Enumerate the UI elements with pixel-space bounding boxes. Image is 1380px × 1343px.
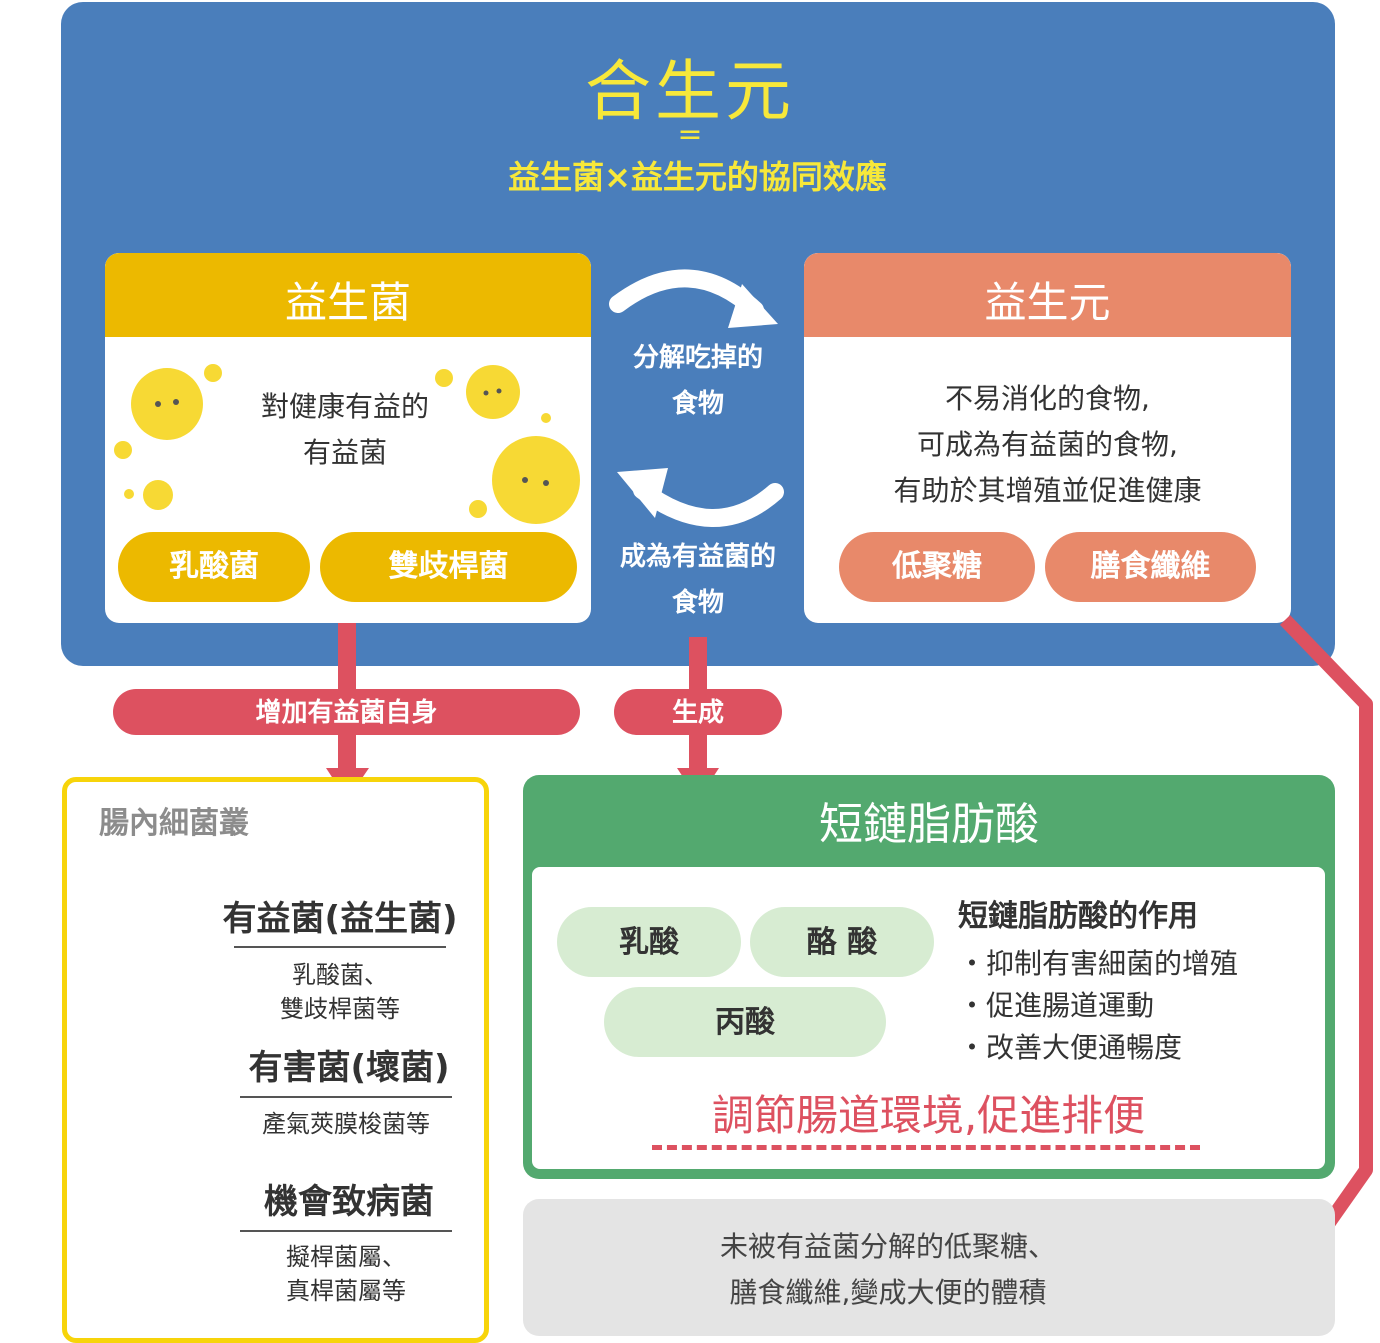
bacteria-dot-icon: [143, 480, 173, 510]
cycle-arrow-left-icon: [633, 481, 784, 527]
acid-butyric: 酪 酸: [750, 907, 934, 977]
cycle-arrow-right-icon: [609, 269, 764, 319]
bacteria-dot-icon: [435, 369, 453, 387]
produce-label: 生成: [614, 689, 782, 735]
conclusion-underline: [652, 1145, 1200, 1150]
bacteria-dot-icon: [541, 413, 551, 423]
prebiotic-description-line: 可成為有益菌的食物,: [917, 428, 1178, 461]
subtitle: 益生菌×益生元的協同效應: [508, 158, 887, 196]
cycle-bottom-line: 成為有益菌的: [619, 542, 776, 572]
good-bacteria-title: 有益菌(益生菌): [222, 899, 458, 939]
scfa-effect-item: ・改善大便通暢度: [958, 1031, 1183, 1064]
divider: [234, 946, 446, 948]
cycle-bottom-line: 食物: [671, 588, 724, 618]
equals-sign: =: [677, 117, 703, 152]
acid-propionic: 丙酸: [604, 987, 886, 1057]
tag-dietary-fiber: 膳食纖維: [1045, 532, 1256, 602]
arrow-stool-path-icon: [1279, 615, 1373, 1249]
scfa-effect-item: ・抑制有害細菌的增殖: [958, 947, 1239, 980]
cycle-arrow-left-head-icon: [617, 468, 668, 518]
scfa-conclusion: 調節腸道環境,促進排便: [711, 1091, 1146, 1140]
bacteria-face-icon: [131, 368, 203, 440]
divider: [240, 1096, 452, 1098]
cycle-top-line: 食物: [671, 389, 724, 419]
example-line: 產氣莢膜梭菌等: [262, 1110, 430, 1138]
probiotic-card-title: 益生菌: [105, 253, 591, 337]
bacteria-dot-icon: [204, 364, 222, 382]
stool-line: 未被有益菌分解的低聚糖、: [719, 1230, 1056, 1263]
bacteria-face-icon: [492, 436, 580, 524]
page-title: 合生元: [585, 53, 795, 130]
probiotic-description: 對健康有益的 有益菌: [220, 384, 470, 476]
example-line: 真桿菌屬等: [286, 1277, 406, 1305]
stool-line: 膳食纖維,變成大便的體積: [729, 1276, 1047, 1309]
bacteria-face-icon: [466, 365, 520, 419]
bacteria-dot-icon: [114, 441, 132, 459]
good-bacteria-examples: 乳酸菌、 雙歧桿菌等: [234, 958, 446, 1026]
cycle-top-line: 分解吃掉的: [632, 343, 763, 373]
bad-bacteria-examples: 產氣莢膜梭菌等: [240, 1107, 452, 1141]
tag-oligosaccharide: 低聚糖: [839, 532, 1035, 602]
bacteria-dot-icon: [124, 489, 134, 499]
stool-volume-text: 未被有益菌分解的低聚糖、 膳食纖維,變成大便的體積: [523, 1224, 1253, 1316]
example-line: 擬桿菌屬、: [286, 1243, 406, 1271]
stool-volume-box: [523, 1199, 1335, 1336]
scfa-effects-title: 短鏈脂肪酸的作用: [958, 899, 1198, 934]
gut-flora-title: 腸內細菌叢: [99, 806, 249, 841]
cycle-arrow-right-head-icon: [728, 284, 778, 328]
divider: [240, 1230, 452, 1232]
prebiotic-description-line: 不易消化的食物,: [945, 382, 1150, 415]
scfa-effect-item: ・促進腸道運動: [958, 989, 1155, 1022]
tag-bifidobacterium: 雙歧桿菌: [320, 532, 577, 602]
bad-bacteria-title: 有害菌(壞菌): [248, 1048, 450, 1088]
bacteria-dot-icon: [469, 500, 487, 518]
example-line: 乳酸菌、: [292, 961, 388, 989]
example-line: 雙歧桿菌等: [280, 995, 400, 1023]
increase-probiotics-label: 增加有益菌自身: [113, 689, 580, 735]
opportunistic-bacteria-title: 機會致病菌: [264, 1182, 434, 1222]
cycle-bottom-label: 成為有益菌的 食物: [596, 534, 800, 626]
probiotic-description-line: 有益菌: [302, 436, 387, 469]
prebiotic-description: 不易消化的食物, 可成為有益菌的食物, 有助於其增殖並促進健康: [804, 376, 1291, 514]
prebiotic-card-title: 益生元: [804, 253, 1291, 337]
tag-lactobacillus: 乳酸菌: [118, 532, 310, 602]
acid-lactic: 乳酸: [557, 907, 741, 977]
probiotic-description-line: 對健康有益的: [260, 390, 429, 423]
scfa-title: 短鏈脂肪酸: [819, 799, 1039, 850]
prebiotic-description-line: 有助於其增殖並促進健康: [893, 474, 1202, 507]
cycle-top-label: 分解吃掉的 食物: [596, 335, 800, 427]
opportunistic-bacteria-examples: 擬桿菌屬、 真桿菌屬等: [240, 1240, 452, 1308]
